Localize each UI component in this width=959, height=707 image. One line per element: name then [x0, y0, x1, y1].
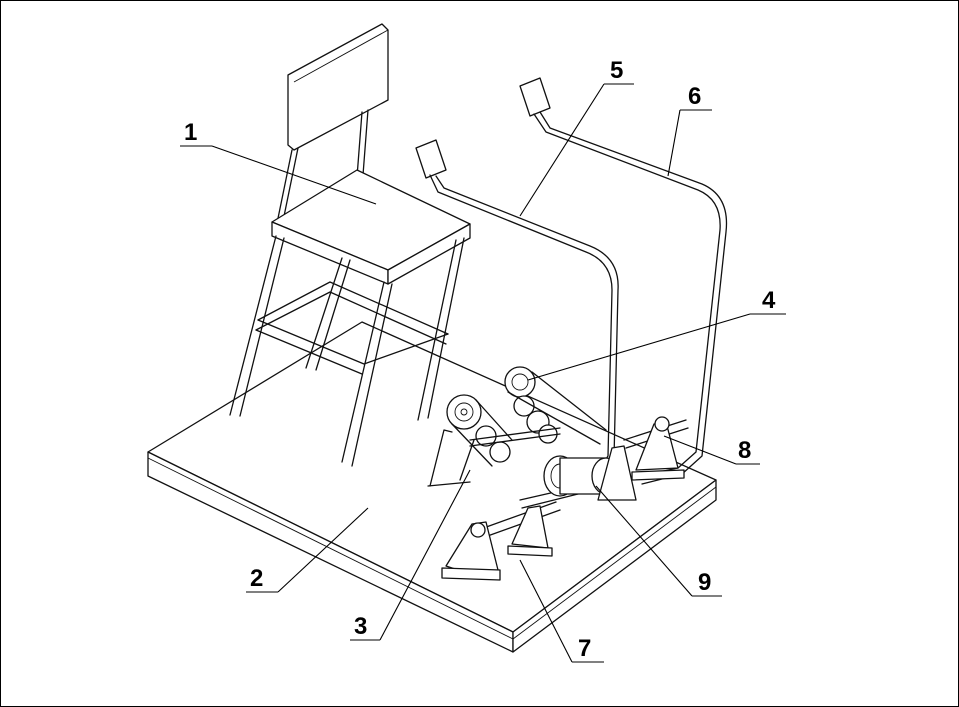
- generator: [543, 445, 637, 501]
- left-handle-tube: [415, 139, 619, 509]
- callout-6: 6: [688, 83, 701, 110]
- callout-1: 1: [184, 119, 197, 146]
- front-shaft-support: [441, 501, 561, 581]
- callout-2: 2: [250, 565, 263, 592]
- leader-lines: [180, 83, 786, 663]
- callout-5: 5: [610, 57, 623, 84]
- rear-shaft-support: [623, 416, 689, 481]
- callout-3: 3: [354, 613, 367, 640]
- chair: [229, 23, 471, 467]
- belt-drive: [427, 366, 607, 487]
- callout-4: 4: [762, 287, 776, 314]
- right-handle-tube: [519, 77, 728, 485]
- callout-8: 8: [738, 437, 751, 464]
- callout-9: 9: [698, 569, 711, 596]
- callout-7: 7: [578, 635, 591, 662]
